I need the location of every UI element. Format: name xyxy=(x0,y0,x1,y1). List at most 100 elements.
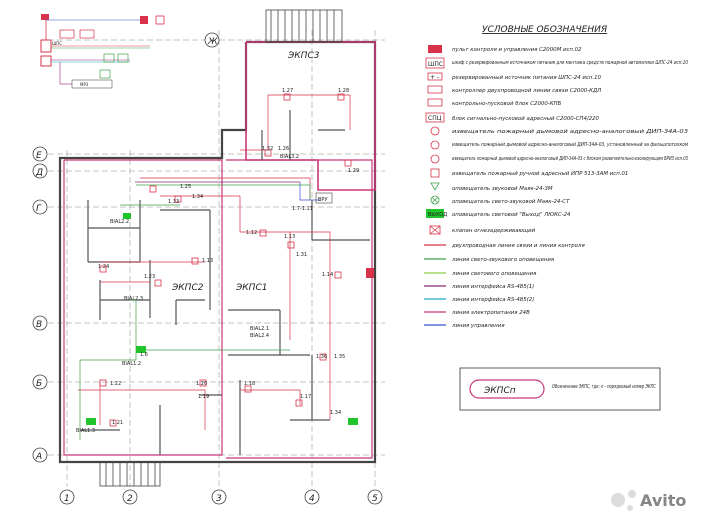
watermark-text: Avito xyxy=(640,491,686,510)
wiring xyxy=(78,94,351,440)
device-label: 1.29 xyxy=(348,168,359,174)
legend-item-text: пульт контроля и управления С2000М исп.0… xyxy=(452,47,582,53)
axis-label: Ж xyxy=(207,37,218,47)
axis-label: В xyxy=(36,320,42,330)
device-label: 1.14 xyxy=(322,272,333,278)
device-label: 1.20 xyxy=(196,381,207,387)
axis-label: 3 xyxy=(216,494,222,504)
device-label: 1.36 xyxy=(316,354,327,360)
device-label: 1.26 xyxy=(278,146,289,152)
legend-title: УСЛОВНЫЕ ОБОЗНАЧЕНИЯ xyxy=(482,25,607,35)
watermark: Avito xyxy=(611,490,686,511)
exit-sign-icon xyxy=(348,418,358,425)
strobe-sounder-icon xyxy=(430,195,440,205)
legend-item-text: блок сигнально-пусковой адресный С2000-С… xyxy=(452,116,600,122)
detector-icon xyxy=(334,271,342,279)
device-label: 1.12 xyxy=(246,230,257,236)
axis-label: Е xyxy=(36,151,42,161)
legend-item-text: клапан огнезадерживающий xyxy=(452,228,536,234)
device-label: BIAL2.3 xyxy=(124,296,143,302)
detector-icon xyxy=(264,149,272,157)
detector-icon xyxy=(99,265,107,273)
signal-block-label: СПЦ xyxy=(428,115,442,122)
axis-label: А xyxy=(35,452,42,462)
legend-item-text: извещатель пожарный ручной адресный ИПР … xyxy=(452,171,628,177)
device-label: 1.22 xyxy=(110,381,121,387)
zone-ekps1-border xyxy=(226,159,373,459)
control-panel-icon xyxy=(428,45,442,53)
zone-label-ekps3: ЭКПС3 xyxy=(287,51,320,61)
exit-sign-icon xyxy=(136,346,146,353)
legend-item-text: линия интерфейса RS-485(2) xyxy=(451,297,534,303)
avito-logo-icon xyxy=(611,493,625,507)
exit-sign-icon xyxy=(86,418,96,425)
note-box: ЭКПСп Обозначение ЭКПС, где: п - порядко… xyxy=(459,367,661,411)
axis-label: 1 xyxy=(64,494,70,504)
device-label: 1.33 xyxy=(168,199,179,205)
smoke-detector-briz-icon xyxy=(430,154,440,164)
legend-item-text: извещатель пожарный дымовой адресно-анал… xyxy=(452,129,689,135)
device-label: 1.13 xyxy=(284,234,295,240)
detector-icon xyxy=(319,353,327,361)
device-label: BIAL1.2 xyxy=(122,361,141,367)
exit-sign-label: ВЫХОД xyxy=(428,212,447,218)
device-label: 1.6 xyxy=(140,352,148,358)
floor-plan: ЭКПС3 ЭКПС2 ЭКПС1 1.27 1.28 1.32 1.26 BI… xyxy=(32,9,385,505)
control-panel-icon xyxy=(366,268,374,278)
device-label: 1.23 xyxy=(144,274,155,280)
legend-item-text: двухпроводная линия связи и линия контро… xyxy=(451,243,585,249)
legend: УСЛОВНЫЕ ОБОЗНАЧЕНИЯ ШПС + - СПЦ ВЫХОД xyxy=(424,25,689,329)
legend-item-text: контрольно-пусковой блок С2000-КПБ xyxy=(452,101,562,107)
detector-icon xyxy=(287,241,295,249)
zone-label-ekps2: ЭКПС2 xyxy=(171,283,204,293)
detector-icon xyxy=(109,419,117,427)
legend-item-text: оповещатель световой "Выход" ЛЮКС-24 xyxy=(452,212,571,218)
device-label: 1.31 xyxy=(296,252,307,258)
device-label: BIAL1.3 xyxy=(76,428,95,434)
detector-icon xyxy=(337,93,345,101)
sounder-icon xyxy=(430,182,440,191)
schema-device-shps2 xyxy=(40,55,52,67)
detector-icon xyxy=(174,195,182,203)
legend-item-text: линия электропитания 24В xyxy=(451,310,530,316)
device-label: 1.7-1.11 xyxy=(292,206,313,212)
note-text: Обозначение ЭКПС, где: п - порядковый но… xyxy=(552,384,656,390)
detector-icon xyxy=(244,385,252,393)
legend-item-text: линия свето-звукового оповещения xyxy=(451,257,555,263)
device-label: 1.34 xyxy=(192,194,203,200)
device-label: 1.25 xyxy=(180,184,191,190)
launch-block-icon xyxy=(427,98,443,107)
cabinet-icon xyxy=(425,57,445,69)
device-label: 1.24 xyxy=(98,264,109,270)
detector-icon xyxy=(99,379,107,387)
vru-box xyxy=(315,192,333,204)
device-label: 1.17 xyxy=(300,394,311,400)
legend-item-text: линия светового оповещения xyxy=(451,271,537,277)
cabinet-label: ШПС xyxy=(428,61,443,68)
detector-icon xyxy=(295,399,303,407)
legend-symbols: ШПС + - СПЦ ВЫХОД xyxy=(424,45,447,326)
smoke-detector-hidden-icon xyxy=(430,140,440,150)
legend-item-text: оповещатель свето-звуковой Маяк-24-СТ xyxy=(452,199,570,205)
legend-item-text: линия интерфейса RS-485(1) xyxy=(451,284,534,290)
legend-item-text: извещатель пожарный дымовой адресно-анал… xyxy=(452,142,688,148)
axis-label: Г xyxy=(36,204,42,214)
axis-bubbles-letters: Ж Е Д Г В Б А xyxy=(32,32,220,463)
detector-icon xyxy=(199,379,207,387)
axis-bubbles-numbers: 1 2 3 4 5 xyxy=(59,489,383,505)
signal-block-icon xyxy=(425,112,445,123)
wiring-schema: ШПС МР3 xyxy=(40,14,165,89)
exit-sign-icon xyxy=(123,213,131,219)
schema-label: МР3 xyxy=(80,82,89,87)
axis-label: Б xyxy=(36,379,42,389)
detector-icon xyxy=(283,93,291,101)
zone-ekps2-border xyxy=(63,159,223,456)
schema-device-s2000m xyxy=(41,14,49,20)
device-label: BIAL2.1 xyxy=(250,326,269,332)
controller-icon xyxy=(427,85,443,94)
device-label: BIAL2.4 xyxy=(250,333,269,339)
legend-item-text: извещатель пожарный дымовой адресно-анал… xyxy=(452,156,688,162)
detector-icon xyxy=(149,185,157,193)
device-label: BIAL2.2 xyxy=(110,219,129,225)
